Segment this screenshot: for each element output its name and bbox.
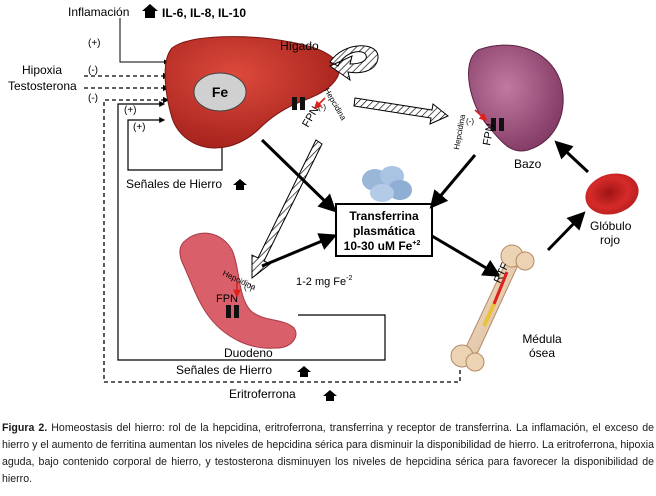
increase-arrow-icon-4 xyxy=(323,390,337,401)
iron-signals-bottom-label: Señales de Hierro xyxy=(176,363,272,377)
rbc-label: Glóbulo rojo xyxy=(590,219,635,247)
transferrin-line3: 10-30 uM Fe+2 xyxy=(344,239,421,253)
minus-sign-duodenum: (-) xyxy=(244,283,252,292)
liver-to-duodenum-hatched-arrow xyxy=(251,139,323,280)
minus-sign-spleen: (-) xyxy=(466,117,474,126)
iron-signals-liver-label: Señales de Hierro xyxy=(126,177,222,191)
transferrin-to-marrow-arrow xyxy=(431,234,502,277)
spleen-hepcidin-label: Hepcidina xyxy=(452,113,467,150)
spleen-fpn-label: FPN xyxy=(481,123,497,147)
spleen-fpn-channel-2 xyxy=(499,118,504,131)
liver-to-transferrin-arrow xyxy=(260,138,337,213)
liver-hepcidin-label: Hepcidina xyxy=(322,87,348,123)
duodenum-to-transferrin-arrow xyxy=(261,233,338,268)
transferrin-protein-icon xyxy=(362,166,412,202)
rbc-to-spleen-arrow xyxy=(554,140,590,174)
cytokines-label: IL-6, IL-8, IL-10 xyxy=(162,6,246,20)
increase-arrow-icon-2 xyxy=(233,179,247,190)
iron-signals-bottom-loop xyxy=(117,101,386,361)
transferrin-box xyxy=(335,203,433,257)
caption-text: Homeostasis del hierro: rol de la hepcid… xyxy=(2,422,654,485)
inflammation-label: Inflamación xyxy=(68,5,129,19)
increase-arrow-icon xyxy=(142,4,158,18)
minus-sign-2: (-) xyxy=(88,93,98,104)
bone-marrow-icon xyxy=(450,244,535,372)
duodenum-shape xyxy=(179,232,297,349)
red-blood-cell-icon xyxy=(585,173,639,215)
liver-shape xyxy=(164,36,340,149)
transferrin-line2: plasmática xyxy=(353,224,415,238)
transferrin-line1: Transferrina xyxy=(349,209,419,223)
inflammation-connector xyxy=(119,18,160,63)
marrow-to-rbc-arrow xyxy=(546,211,586,252)
duodenum-fpn-channel-2 xyxy=(234,305,239,318)
spleen-fpn-channel-1 xyxy=(491,118,496,131)
duodenum-rate-label: 1-2 mg Fe-2 xyxy=(296,275,352,288)
liver-label: Hígado xyxy=(280,39,319,53)
liver-recycle-hatched-arrow xyxy=(328,45,379,82)
plus-sign-1: (+) xyxy=(88,38,101,49)
fe-label: Fe xyxy=(212,84,229,100)
plus-sign-2: (+) xyxy=(124,105,137,116)
erythroferrone-dashed-loop xyxy=(103,96,461,383)
liver-fpn-channel-1 xyxy=(292,97,297,110)
caption-label: Figura 2. xyxy=(2,422,48,434)
liver-to-spleen-hatched-arrow xyxy=(353,97,449,125)
fe-store xyxy=(193,72,247,112)
plus-sign-3: (+) xyxy=(133,122,146,133)
spleen-to-transferrin-arrow xyxy=(429,154,477,209)
testosterone-label: Testosterona xyxy=(8,79,77,93)
liver-fpn-channel-2 xyxy=(300,97,305,110)
iron-signals-liver-loop xyxy=(127,117,223,171)
duodenum-fpn-channel-1 xyxy=(226,305,231,318)
minus-sign-1: (-) xyxy=(88,65,98,76)
duodenum-fpn-label: FPN xyxy=(216,293,238,305)
spleen-hepcidin-inhibit-arrow xyxy=(474,109,488,122)
increase-arrow-icon-3 xyxy=(297,366,311,377)
hypoxia-label: Hipoxia xyxy=(22,63,62,77)
duodenum-label: Duodeno xyxy=(224,346,273,360)
liver-hepcidin-inhibit-arrow xyxy=(313,97,326,110)
figure-caption: Figura 2. Homeostasis del hierro: rol de… xyxy=(2,420,654,488)
spleen-label: Bazo xyxy=(514,157,542,171)
erythroferrone-label: Eritroferrona xyxy=(229,387,296,401)
